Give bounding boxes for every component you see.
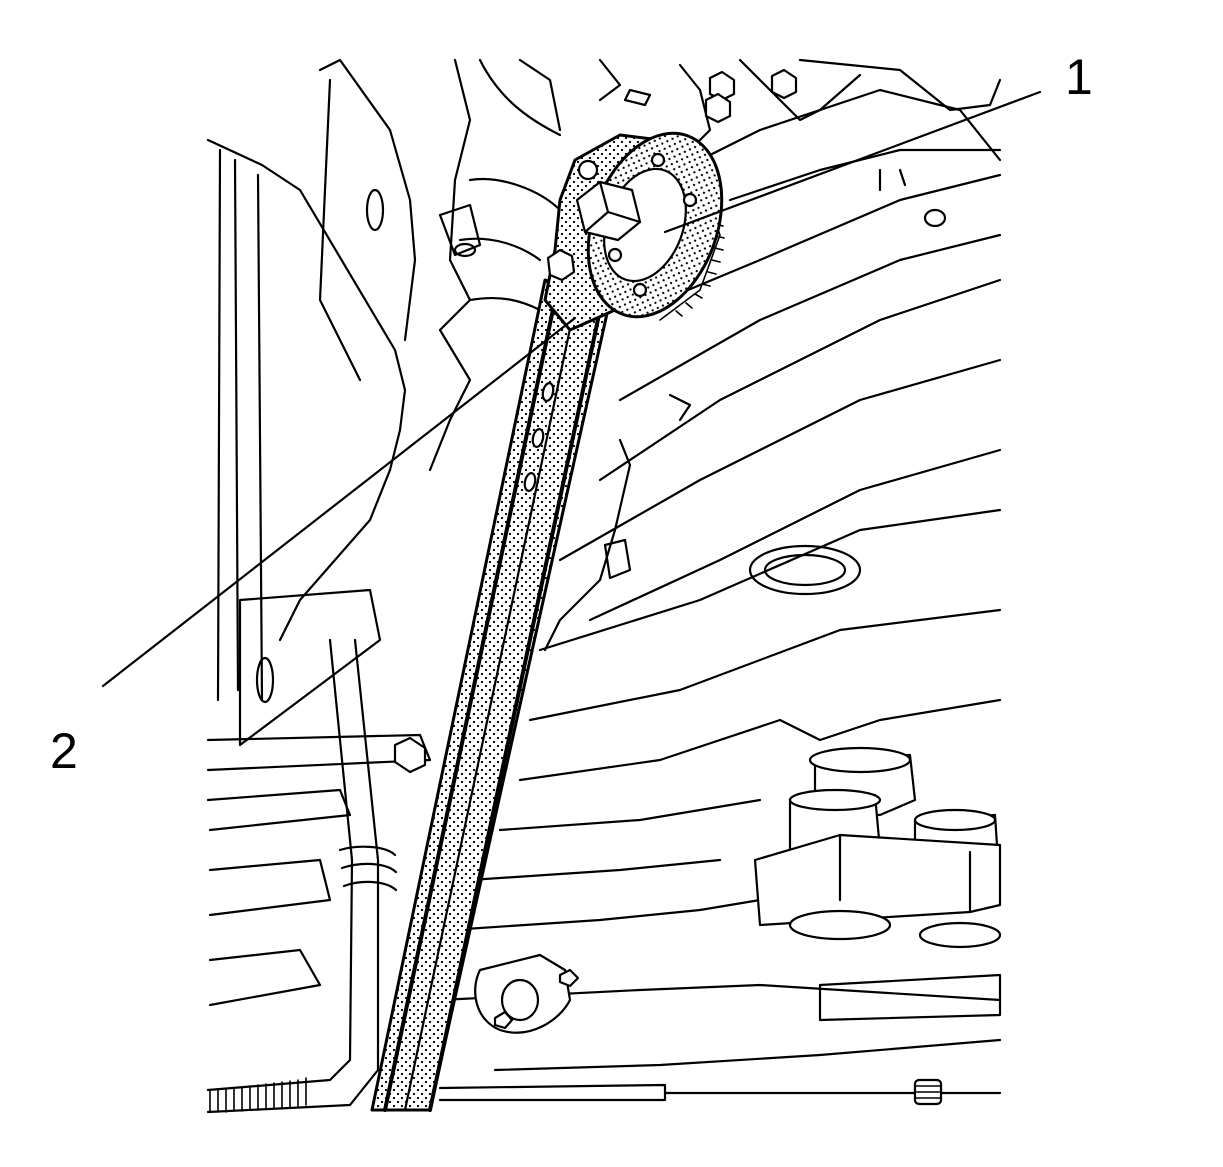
leader-line-2 xyxy=(101,316,577,688)
pulley-hub xyxy=(575,131,725,321)
vehicle-structure xyxy=(206,58,1002,1114)
leader-line-1 xyxy=(663,90,1042,234)
callout-label-2: 2 xyxy=(50,723,78,779)
plug-fitting xyxy=(913,1078,943,1106)
callout-label-1: 1 xyxy=(1065,49,1093,105)
mount-assembly xyxy=(753,746,1002,1022)
bolt-group-top xyxy=(704,58,1002,124)
callout-leaders xyxy=(101,90,1042,688)
